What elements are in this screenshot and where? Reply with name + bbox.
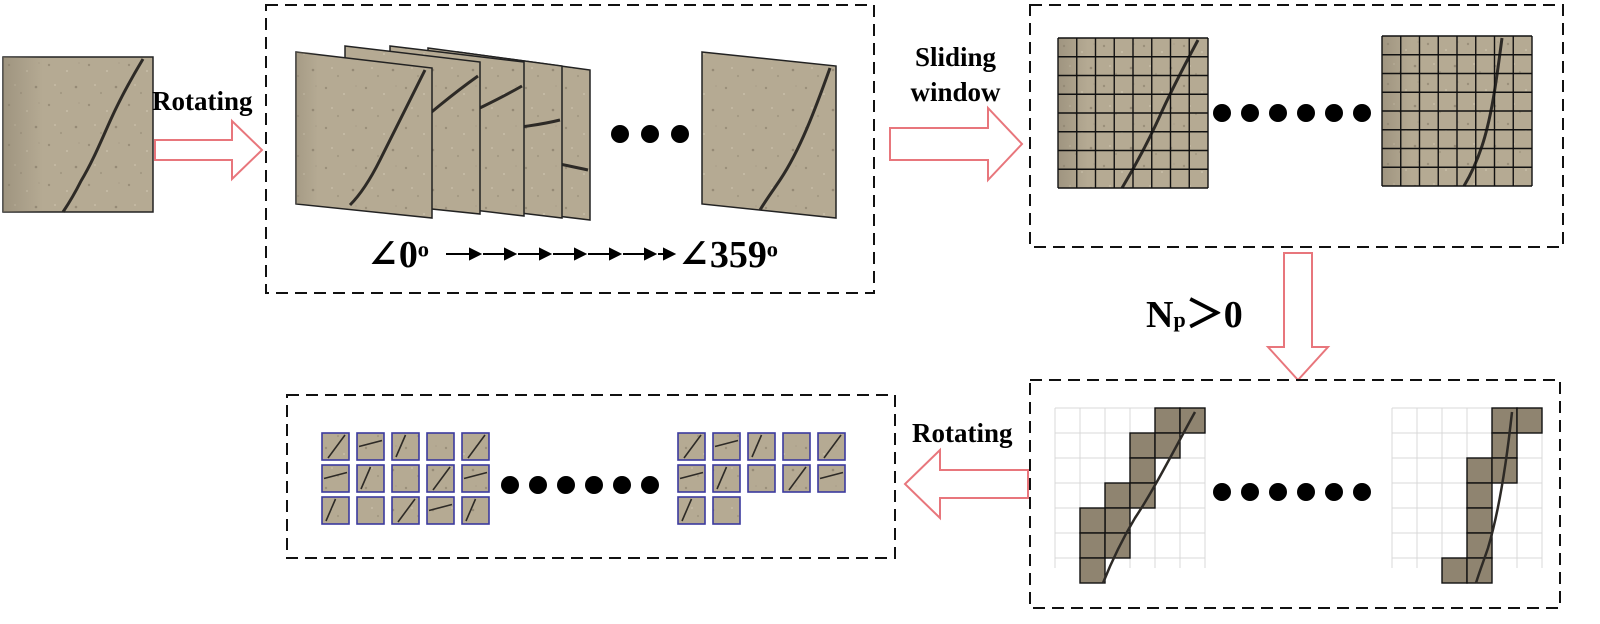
patch-crack bbox=[397, 498, 416, 523]
sliding-window-label-line1: Sliding bbox=[914, 42, 997, 72]
angle-start-label: ∠0ᵒ bbox=[367, 234, 429, 276]
rotating-arrow-right bbox=[154, 118, 264, 182]
selected-cell bbox=[1466, 507, 1493, 534]
patch-tile bbox=[677, 432, 706, 461]
rotated-image-last bbox=[701, 51, 837, 219]
patch-crack bbox=[681, 498, 693, 522]
patch-crack bbox=[323, 471, 348, 480]
patch-crack bbox=[788, 466, 807, 491]
selected-cell bbox=[1441, 557, 1468, 584]
selected-grid-first bbox=[1054, 407, 1206, 584]
patch-tile bbox=[391, 496, 420, 525]
selected-grid-last bbox=[1391, 407, 1543, 584]
patch-crack bbox=[465, 498, 477, 522]
patch-crack bbox=[751, 434, 763, 458]
patch-tile bbox=[461, 496, 490, 525]
rotating-label-bottom: Rotating bbox=[912, 418, 1013, 448]
patch-tile bbox=[712, 496, 741, 525]
selected-cell bbox=[1079, 532, 1106, 559]
selected-cell bbox=[1154, 432, 1181, 459]
patch-tile bbox=[817, 432, 846, 461]
selected-cell bbox=[1129, 457, 1156, 484]
sliding-window-arrow-right bbox=[889, 105, 1024, 183]
patch-crack bbox=[428, 503, 453, 512]
patch-crack bbox=[679, 471, 704, 480]
selected-cell bbox=[1129, 432, 1156, 459]
rotating-arrow-left bbox=[903, 447, 1029, 521]
condition-arrow-down bbox=[1265, 252, 1331, 382]
patch-crack bbox=[395, 434, 407, 458]
selected-cell bbox=[1466, 457, 1493, 484]
selected-cell bbox=[1104, 482, 1131, 509]
selected-cell bbox=[1104, 507, 1131, 534]
patch-crack bbox=[716, 466, 728, 490]
patch-tile bbox=[391, 464, 420, 493]
patch-tile bbox=[321, 432, 350, 461]
patch-crack bbox=[823, 434, 842, 459]
patch-tile bbox=[461, 432, 490, 461]
selected-cell bbox=[1104, 532, 1131, 559]
patch-crack bbox=[325, 498, 337, 522]
selected-patches-box bbox=[1029, 379, 1561, 609]
patch-crack bbox=[467, 434, 486, 459]
patch-crack bbox=[683, 434, 702, 459]
patch-tile bbox=[782, 464, 811, 493]
crack-line bbox=[1474, 411, 1514, 584]
condition-rest: ＞0 bbox=[1185, 294, 1243, 336]
patch-crack bbox=[327, 434, 346, 459]
condition-main: N bbox=[1146, 294, 1174, 336]
selected-cell bbox=[1491, 407, 1518, 434]
sliding-window-box bbox=[1029, 4, 1564, 248]
ellipsis-dots-3 bbox=[1213, 483, 1371, 501]
patch-tile bbox=[426, 432, 455, 461]
selected-cell bbox=[1179, 407, 1206, 434]
selected-cell bbox=[1079, 557, 1106, 584]
patch-crack bbox=[358, 439, 383, 448]
patch-tile bbox=[747, 464, 776, 493]
rotation-stack-box bbox=[265, 4, 875, 294]
patch-tile bbox=[356, 496, 385, 525]
patch-tile bbox=[426, 464, 455, 493]
ellipsis-dots-4 bbox=[501, 476, 659, 494]
output-patches-box bbox=[286, 394, 896, 559]
selected-cell bbox=[1079, 507, 1106, 534]
angle-sequence-arrows bbox=[446, 247, 677, 261]
selected-cell bbox=[1154, 407, 1181, 434]
patch-crack bbox=[819, 471, 844, 480]
patch-tile bbox=[782, 432, 811, 461]
crack-line bbox=[1462, 37, 1504, 187]
patch-crack bbox=[714, 439, 739, 448]
patch-grid-first bbox=[321, 432, 490, 525]
patch-crack bbox=[432, 466, 451, 491]
condition-subscript: p bbox=[1173, 307, 1186, 332]
ellipsis-dots-1 bbox=[611, 125, 689, 143]
selected-cell bbox=[1466, 532, 1493, 559]
condition-label: Np＞0 bbox=[1146, 296, 1243, 334]
grid-image-first bbox=[1057, 37, 1209, 189]
patch-crack bbox=[360, 466, 372, 490]
selected-cell bbox=[1516, 407, 1543, 434]
crack-line bbox=[1101, 411, 1197, 584]
patch-crack bbox=[463, 471, 488, 480]
selected-cell bbox=[1491, 432, 1518, 459]
ellipsis-dots-2 bbox=[1213, 104, 1371, 122]
angle-end-label: ∠359ᵒ bbox=[678, 234, 778, 276]
sliding-window-label-line2: window bbox=[910, 77, 1001, 107]
patch-grid-last bbox=[677, 432, 846, 525]
grid-image-last bbox=[1381, 35, 1533, 187]
sliding-window-label: Sliding window bbox=[898, 44, 1013, 106]
rotating-label-top: Rotating bbox=[152, 86, 253, 116]
input-crack-image bbox=[2, 56, 154, 213]
rotated-image-1 bbox=[295, 51, 433, 219]
selected-cell bbox=[1466, 482, 1493, 509]
